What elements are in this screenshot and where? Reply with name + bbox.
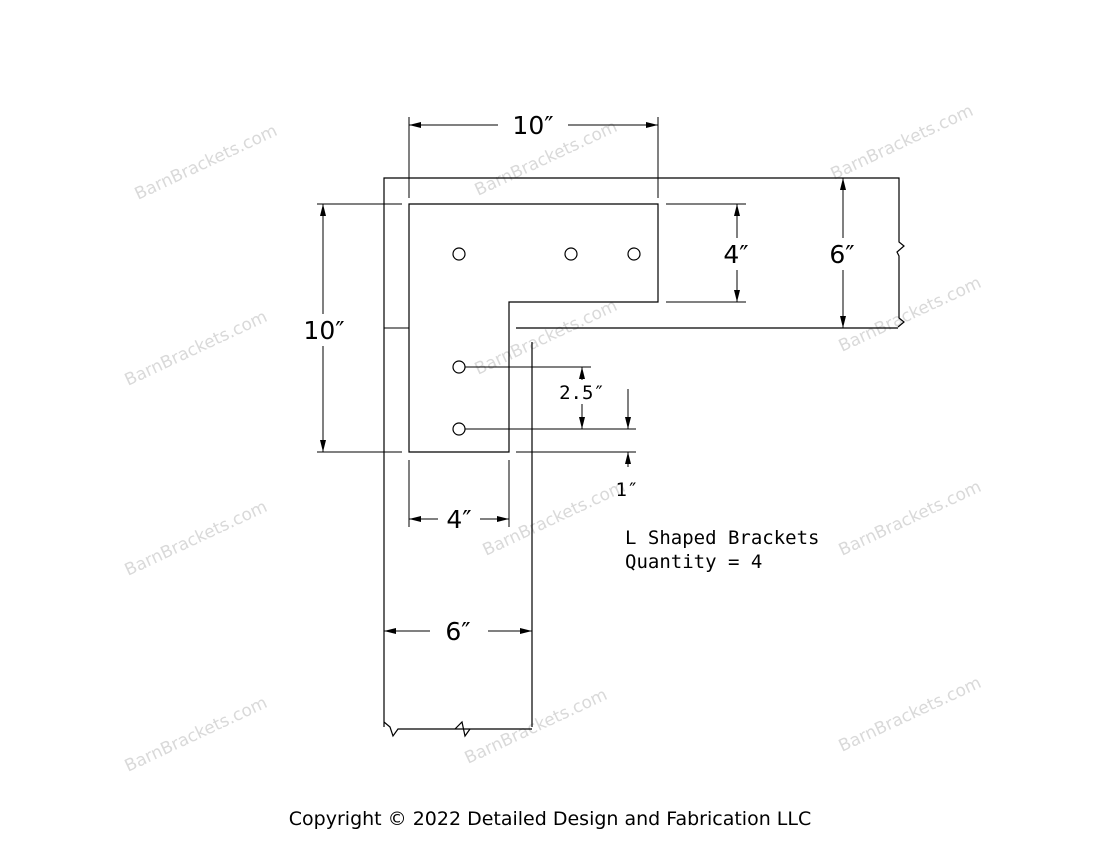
bolt-hole (627, 247, 641, 261)
watermark: BarnBrackets.com (132, 121, 281, 205)
dim-edge-offset: 1″ (516, 389, 638, 501)
dim-label: 6″ (829, 240, 854, 269)
watermark: BarnBrackets.com (122, 693, 271, 777)
dim-bottom-outer: 6″ (384, 617, 532, 646)
note-line-1: L Shaped Brackets (625, 527, 819, 549)
bolt-hole (564, 247, 578, 261)
dim-bottom-inner: 4″ (408, 460, 510, 534)
dim-top-width: 10″ (408, 111, 659, 198)
copyright-text: Copyright © 2022 Detailed Design and Fab… (288, 808, 812, 830)
bolt-holes (452, 247, 641, 436)
dim-label: 4″ (446, 505, 471, 534)
note-line-2: Quantity = 4 (625, 551, 762, 573)
dim-label: 10″ (303, 316, 344, 345)
bolt-hole (452, 247, 466, 261)
dim-label: 2.5″ (559, 382, 605, 404)
dim-label: 6″ (445, 617, 470, 646)
watermark: BarnBrackets.com (836, 273, 985, 357)
watermark: BarnBrackets.com (122, 497, 271, 581)
dim-label: 4″ (723, 240, 748, 269)
dim-right-inner: 4″ (666, 203, 749, 303)
watermark-layer: BarnBrackets.com BarnBrackets.com BarnBr… (122, 101, 985, 777)
dim-label: 1″ (616, 479, 639, 501)
watermark: BarnBrackets.com (828, 101, 977, 185)
beam-outline (383, 177, 905, 738)
dim-left-height: 10″ (303, 203, 409, 453)
drawing-note: L Shaped Brackets Quantity = 4 (625, 527, 819, 573)
bolt-hole (452, 360, 466, 374)
watermark: BarnBrackets.com (836, 673, 985, 757)
watermark: BarnBrackets.com (122, 307, 271, 391)
bracket-plate (408, 203, 659, 453)
dim-right-outer: 6″ (829, 178, 855, 328)
watermark: BarnBrackets.com (462, 685, 611, 769)
dim-label: 10″ (512, 111, 553, 140)
watermark: BarnBrackets.com (836, 477, 985, 561)
bolt-hole (452, 422, 466, 436)
dim-hole-spacing: 2.5″ (465, 366, 636, 430)
